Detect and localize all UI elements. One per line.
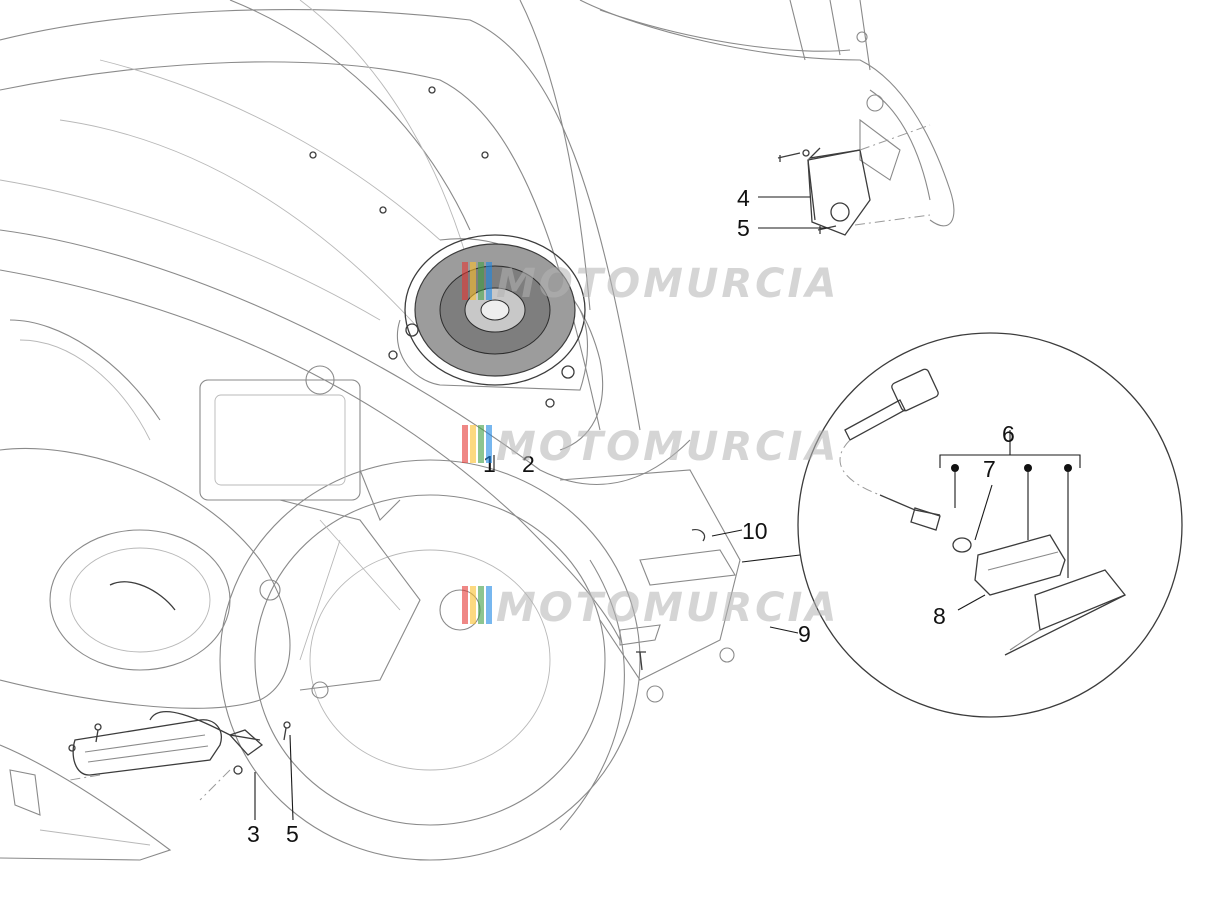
callout-3: 3 (247, 821, 260, 847)
body-rivets (309, 86, 555, 408)
rear-light-unit (777, 124, 931, 236)
side-panel-bottom-left (0, 744, 172, 861)
callout-4: 4 (737, 185, 750, 211)
callout-labels: 1 2 3 4 5 5 6 7 8 9 10 (247, 185, 1015, 847)
callout-10: 10 (742, 518, 768, 544)
rear-light-housing (579, 0, 955, 227)
callout-5-top: 5 (737, 215, 750, 241)
plate-holder (559, 469, 741, 703)
watermark-2: MOTOMURCIA (462, 424, 839, 470)
callout-5-bottom: 5 (286, 821, 299, 847)
horn-speaker (396, 234, 589, 391)
callout-2: 2 (522, 451, 535, 477)
watermark-text: MOTOMURCIA (496, 424, 839, 470)
watermark-3: MOTOMURCIA (462, 585, 839, 631)
scooter-body-outline (0, 0, 691, 641)
watermark-1: MOTOMURCIA (462, 261, 839, 307)
callout-7: 7 (983, 456, 996, 482)
watermark-logo-icon (462, 425, 492, 463)
watermark-text: MOTOMURCIA (496, 585, 839, 631)
watermark-text: MOTOMURCIA (496, 261, 839, 307)
detail-inset (741, 332, 1183, 718)
callout-leaders (254, 196, 993, 821)
watermark-logo-icon (462, 586, 492, 624)
callout-9: 9 (798, 621, 811, 647)
callout-6: 6 (1002, 421, 1015, 447)
callout-8: 8 (933, 603, 946, 629)
watermark-logo-icon (462, 262, 492, 300)
rear-wheel (219, 459, 641, 861)
engine-assembly (0, 319, 481, 709)
side-reflector (68, 710, 291, 801)
